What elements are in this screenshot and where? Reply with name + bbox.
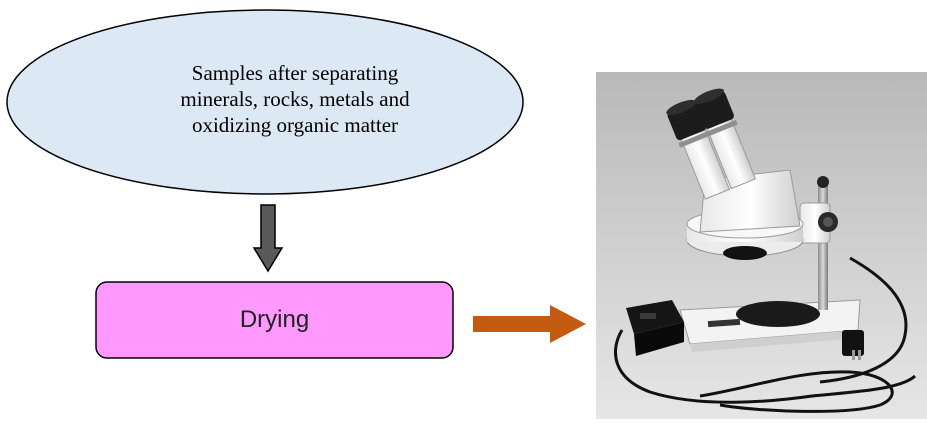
source-node-text: Samples after separating minerals, rocks… — [95, 60, 495, 138]
source-node-line: minerals, rocks, metals and — [180, 87, 410, 111]
down-arrow — [252, 204, 284, 273]
source-node-ellipse — [6, 9, 524, 195]
source-node-line: oxidizing organic matter — [191, 113, 399, 137]
process-node-box — [95, 281, 454, 359]
right-arrow — [473, 305, 586, 343]
process-node-label: Drying — [239, 306, 310, 333]
source-node-line: Samples after separating — [191, 61, 399, 85]
microscope-photo — [596, 72, 927, 419]
